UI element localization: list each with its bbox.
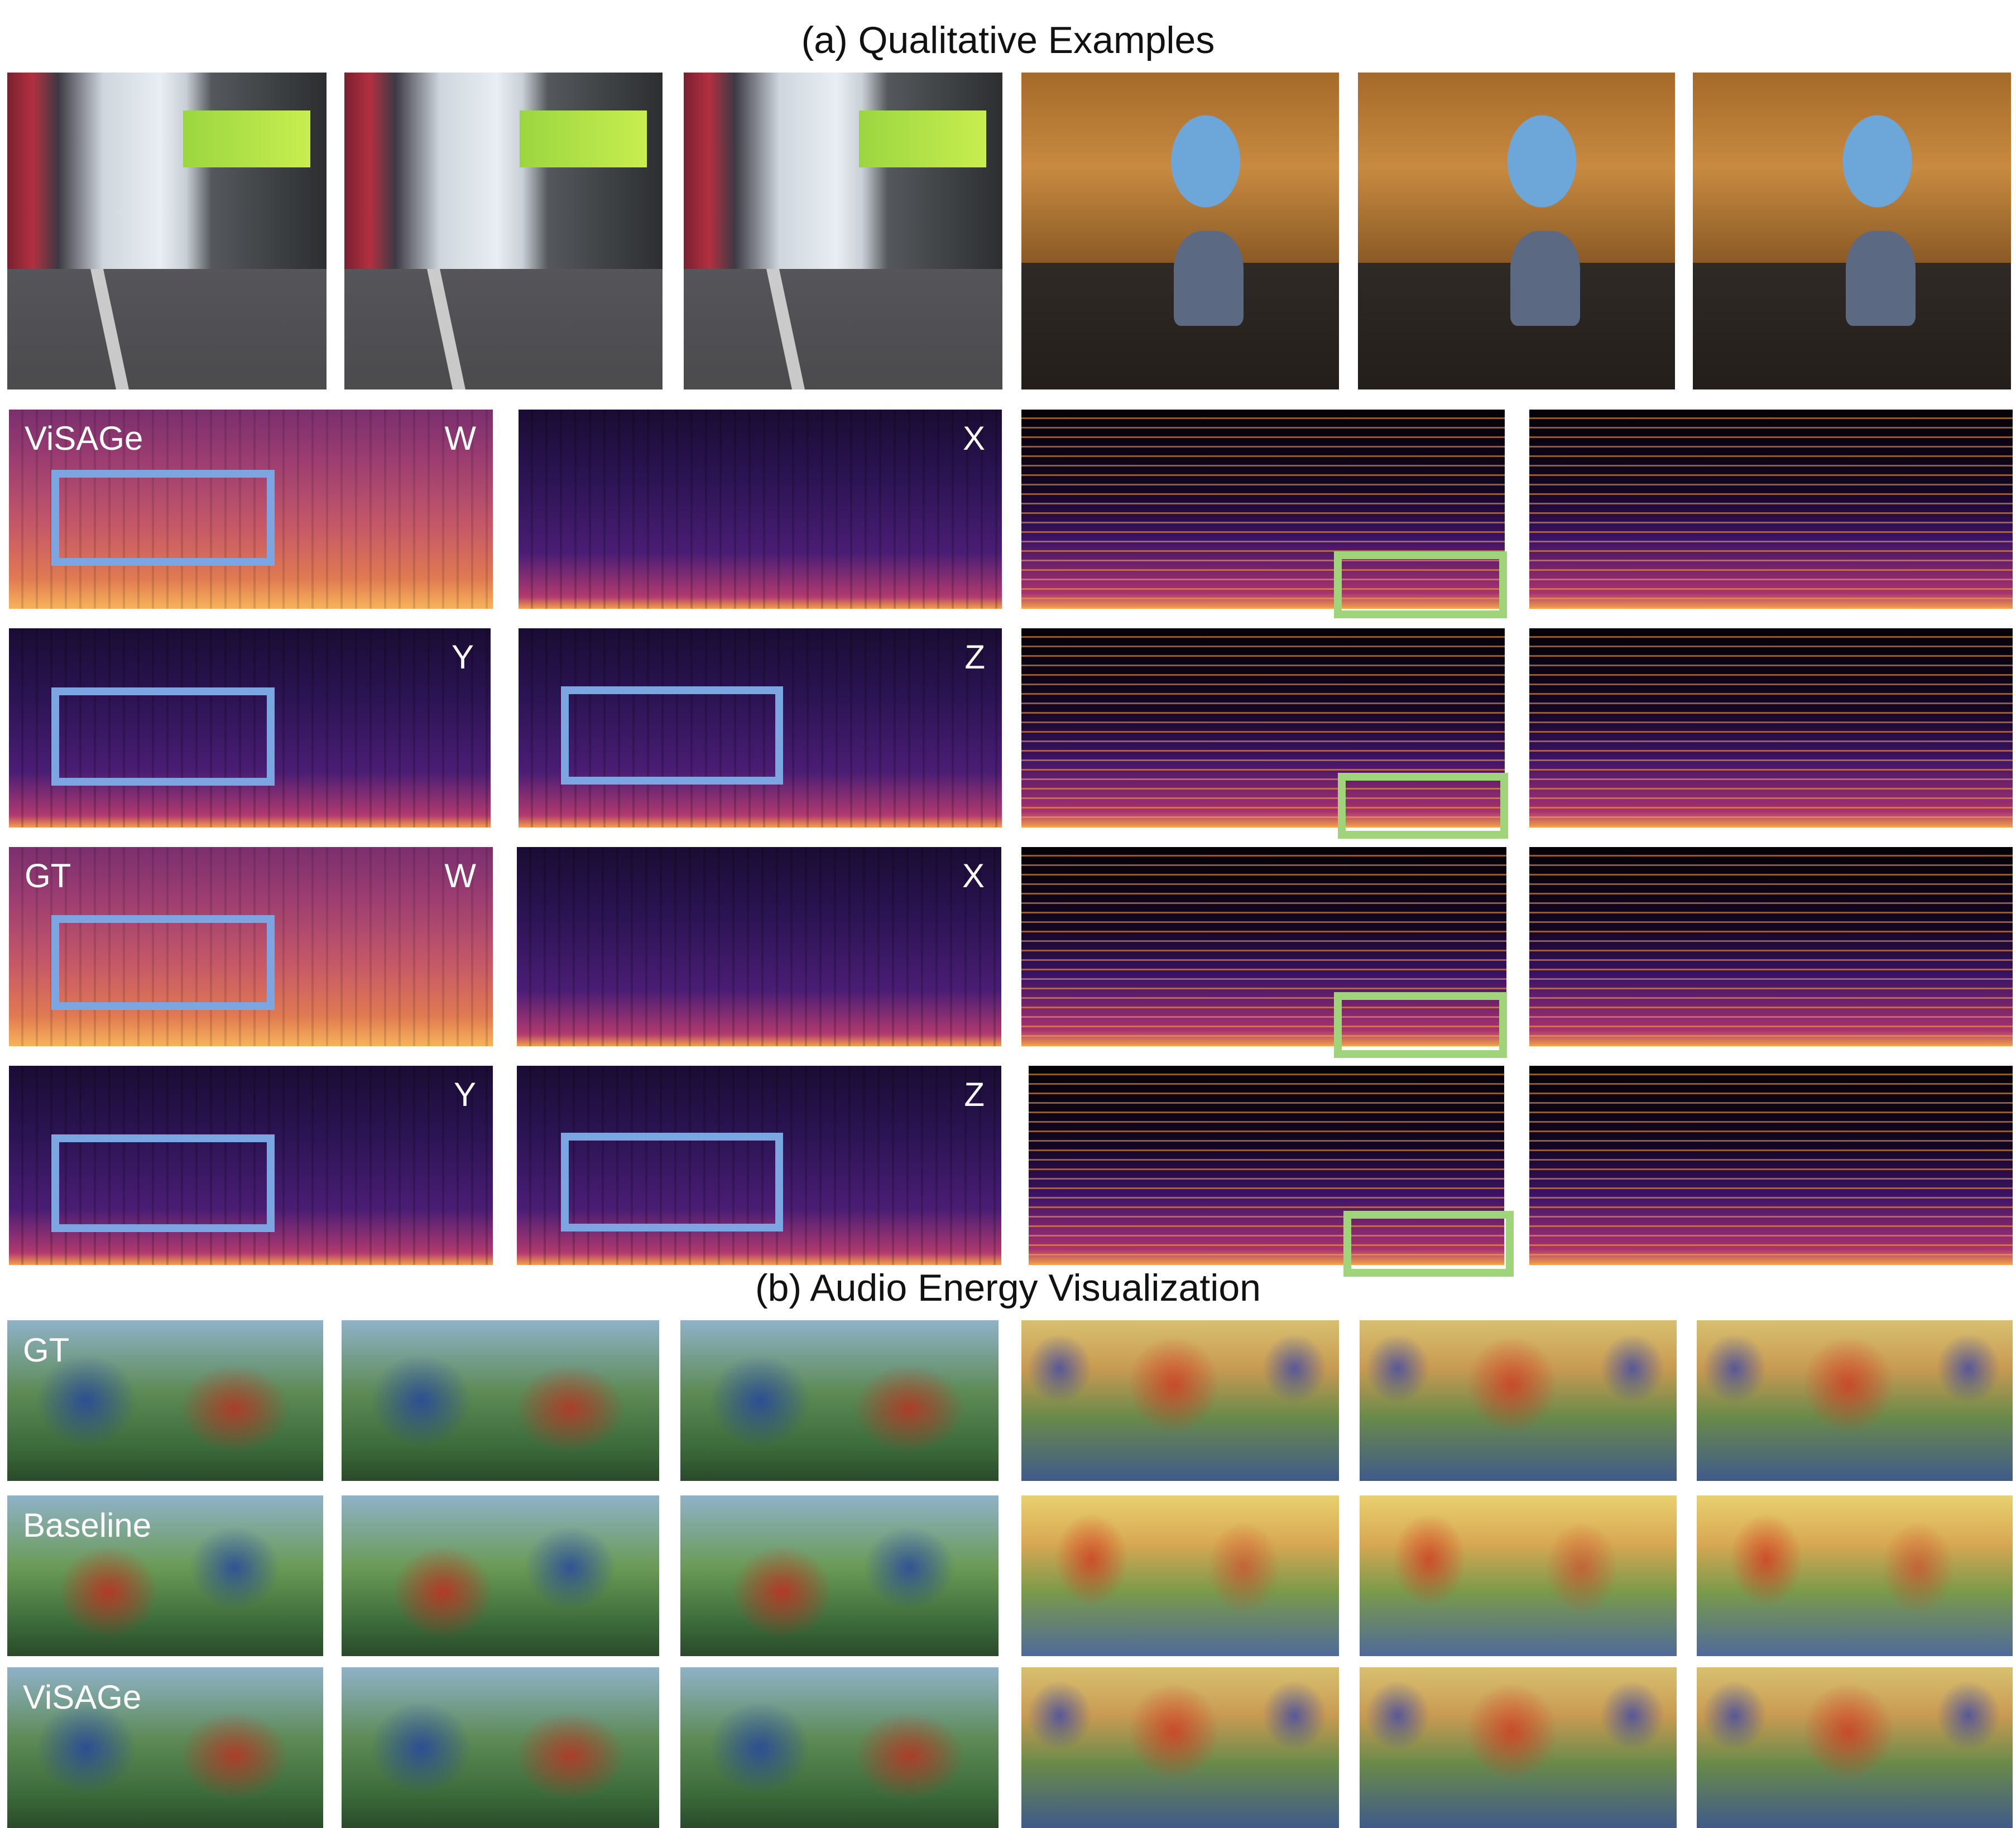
spectrogram-gt-music-1 [1021,847,1506,1046]
spectrogram-visage-z: Z [519,628,1002,828]
spectrogram-visage-music-3 [1021,628,1505,828]
section-title-energy: (b) Audio Energy Visualization [755,1267,1261,1309]
highlight-box-blue [561,1133,783,1232]
energy-panorama-visage-outdoor-2 [342,1667,659,1828]
section-title-qualitative: (a) Qualitative Examples [801,19,1215,61]
video-frame-street-1 [7,73,327,389]
channel-label-y: Y [451,638,474,676]
highlight-box-green [1343,1211,1514,1277]
highlight-box-blue [51,915,275,1010]
energy-panorama-baseline-hall-2 [1360,1495,1677,1656]
energy-panorama-gt-hall-2 [1360,1320,1677,1481]
spectrogram-gt-z: Z [517,1066,1001,1265]
energy-panorama-gt-hall-1 [1021,1320,1339,1481]
energy-panorama-baseline-outdoor-2 [342,1495,659,1656]
spectrogram-gt-music-3 [1029,1066,1504,1265]
spectrogram-gt-music-2 [1529,847,2013,1046]
highlight-box-blue [51,1134,275,1232]
highlight-box-green [1338,773,1508,839]
spectrogram-visage-music-2 [1529,410,2013,609]
energy-panorama-baseline-hall-1 [1021,1495,1339,1656]
energy-panorama-visage-outdoor-1: ViSAGe [7,1667,323,1828]
energy-panorama-visage-outdoor-3 [680,1667,999,1828]
energy-panorama-gt-outdoor-3 [680,1320,999,1481]
spectrogram-visage-music-1 [1021,410,1505,609]
energy-panorama-gt-outdoor-1: GT [7,1320,323,1481]
video-frame-studio-3 [1693,73,2011,389]
spectrogram-visage-y: Y [9,628,491,828]
energy-row-label: GT [23,1331,70,1369]
spectrogram-gt-music-4 [1529,1066,2013,1265]
channel-label-z: Z [964,1076,985,1113]
energy-panorama-baseline-hall-3 [1697,1495,2013,1656]
channel-label-x: X [962,857,985,894]
spectrogram-gt-w: GT W [9,847,493,1046]
highlight-box-blue [51,687,275,786]
video-frame-street-2 [344,73,663,389]
video-frame-studio-2 [1358,73,1675,389]
channel-label-w: W [444,857,476,894]
spectrogram-model-label: ViSAGe [25,420,143,457]
channel-label-z: Z [964,638,985,676]
highlight-box-green [1334,992,1507,1058]
highlight-box-green [1334,551,1507,618]
highlight-box-blue [51,470,275,566]
energy-panorama-visage-hall-2 [1360,1667,1677,1828]
channel-label-y: Y [453,1076,476,1113]
spectrogram-gt-x: X [517,847,1001,1046]
spectrogram-visage-x: X [519,410,1002,609]
channel-label-w: W [444,420,476,457]
spectrogram-visage-w: ViSAGe W [9,410,493,609]
energy-panorama-baseline-outdoor-3 [680,1495,999,1656]
highlight-box-blue [561,686,783,785]
energy-panorama-baseline-outdoor-1: Baseline [7,1495,323,1656]
video-frame-studio-1 [1021,73,1339,389]
spectrogram-model-label: GT [25,857,71,894]
energy-panorama-gt-outdoor-2 [342,1320,659,1481]
energy-panorama-visage-hall-1 [1021,1667,1339,1828]
channel-label-x: X [962,420,985,457]
energy-panorama-visage-hall-3 [1697,1667,2013,1828]
spectrogram-visage-music-4 [1529,628,2013,828]
energy-row-label: ViSAGe [23,1678,142,1716]
video-frame-street-3 [684,73,1002,389]
energy-row-label: Baseline [23,1507,152,1544]
energy-panorama-gt-hall-3 [1697,1320,2013,1481]
